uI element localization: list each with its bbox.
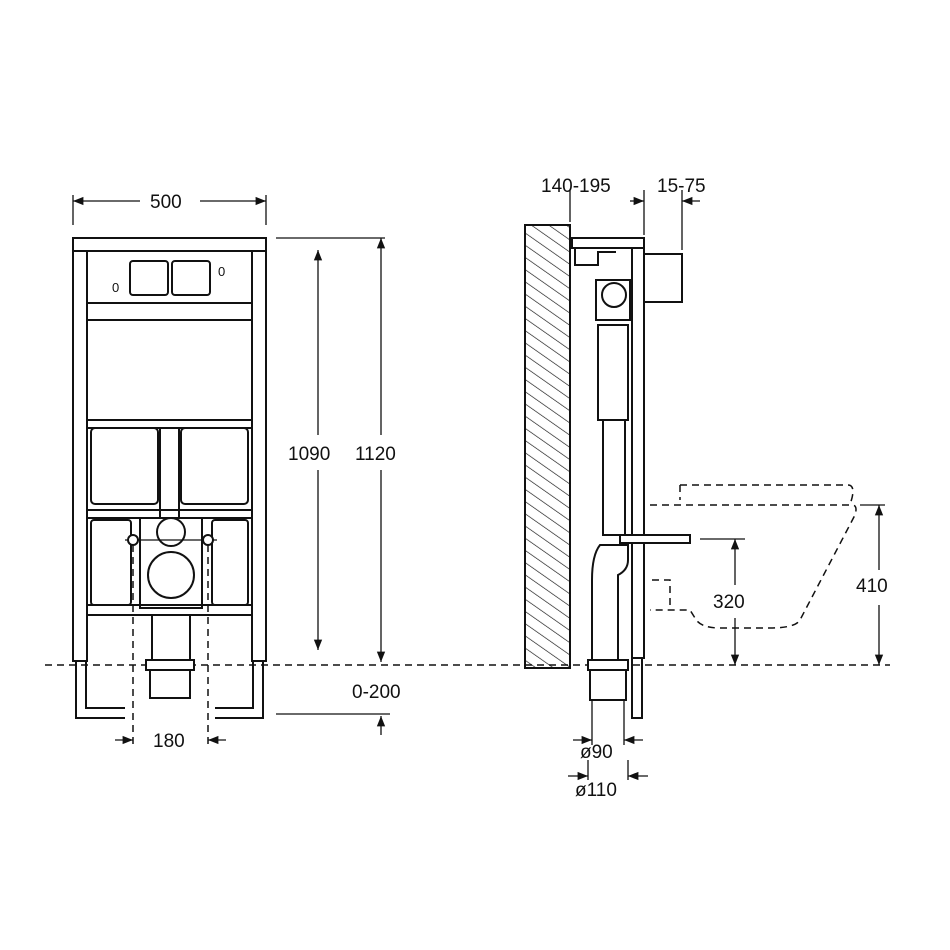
left-foot	[75, 661, 125, 719]
cistern-panel	[86, 250, 253, 304]
bowl-height-dimension: 410	[856, 576, 888, 597]
drain-pipe-side	[589, 669, 627, 701]
pipe-inner-diameter: ø90	[580, 742, 613, 763]
flush-button-right	[171, 260, 211, 296]
side-view: 140-195 15-75 410 320 ø90 ø110	[524, 176, 888, 801]
lower-panel-left	[90, 427, 159, 505]
frame-post	[631, 247, 645, 659]
frame-top-bar	[72, 237, 267, 252]
plate-mark-left: 0	[112, 280, 119, 295]
drain-pipe	[149, 669, 191, 699]
frame-left-post	[72, 250, 88, 662]
wall-hatched	[524, 224, 571, 669]
flush-pipe-side	[602, 419, 626, 536]
cistern-body	[86, 319, 253, 421]
panel-band	[86, 302, 253, 321]
total-height-dimension: 1120	[355, 444, 396, 465]
pipe-outer-diameter: ø110	[575, 780, 617, 801]
side-foot	[631, 658, 643, 719]
cistern-side	[597, 324, 629, 421]
leg-adjust-dimension: 0-200	[352, 682, 401, 703]
flush-outlet	[156, 517, 186, 547]
frame-top	[571, 237, 645, 249]
plate-offset-dimension: 15-75	[657, 176, 706, 197]
wall-depth-dimension: 140-195	[541, 176, 611, 197]
flush-button-left	[129, 260, 169, 296]
width-dimension: 500	[150, 192, 182, 213]
frame-right-post	[251, 250, 267, 662]
drain-spacing-dimension: 180	[153, 731, 185, 752]
plate-mark-right: 0	[218, 264, 225, 279]
flush-plate-side	[643, 253, 683, 303]
outlet-height-dimension: 320	[713, 592, 745, 613]
flush-bend	[619, 534, 691, 544]
drain-outlet	[147, 551, 195, 599]
front-view: 0 0 500 1090 1120	[72, 192, 401, 752]
crossbar	[86, 419, 253, 429]
toilet-bowl-outline	[650, 484, 857, 629]
right-foot	[215, 661, 264, 719]
drain-bend	[591, 544, 629, 661]
lower-panel-right	[180, 427, 249, 505]
flush-pipe	[159, 427, 180, 519]
frame-height-dimension: 1090	[288, 444, 330, 465]
